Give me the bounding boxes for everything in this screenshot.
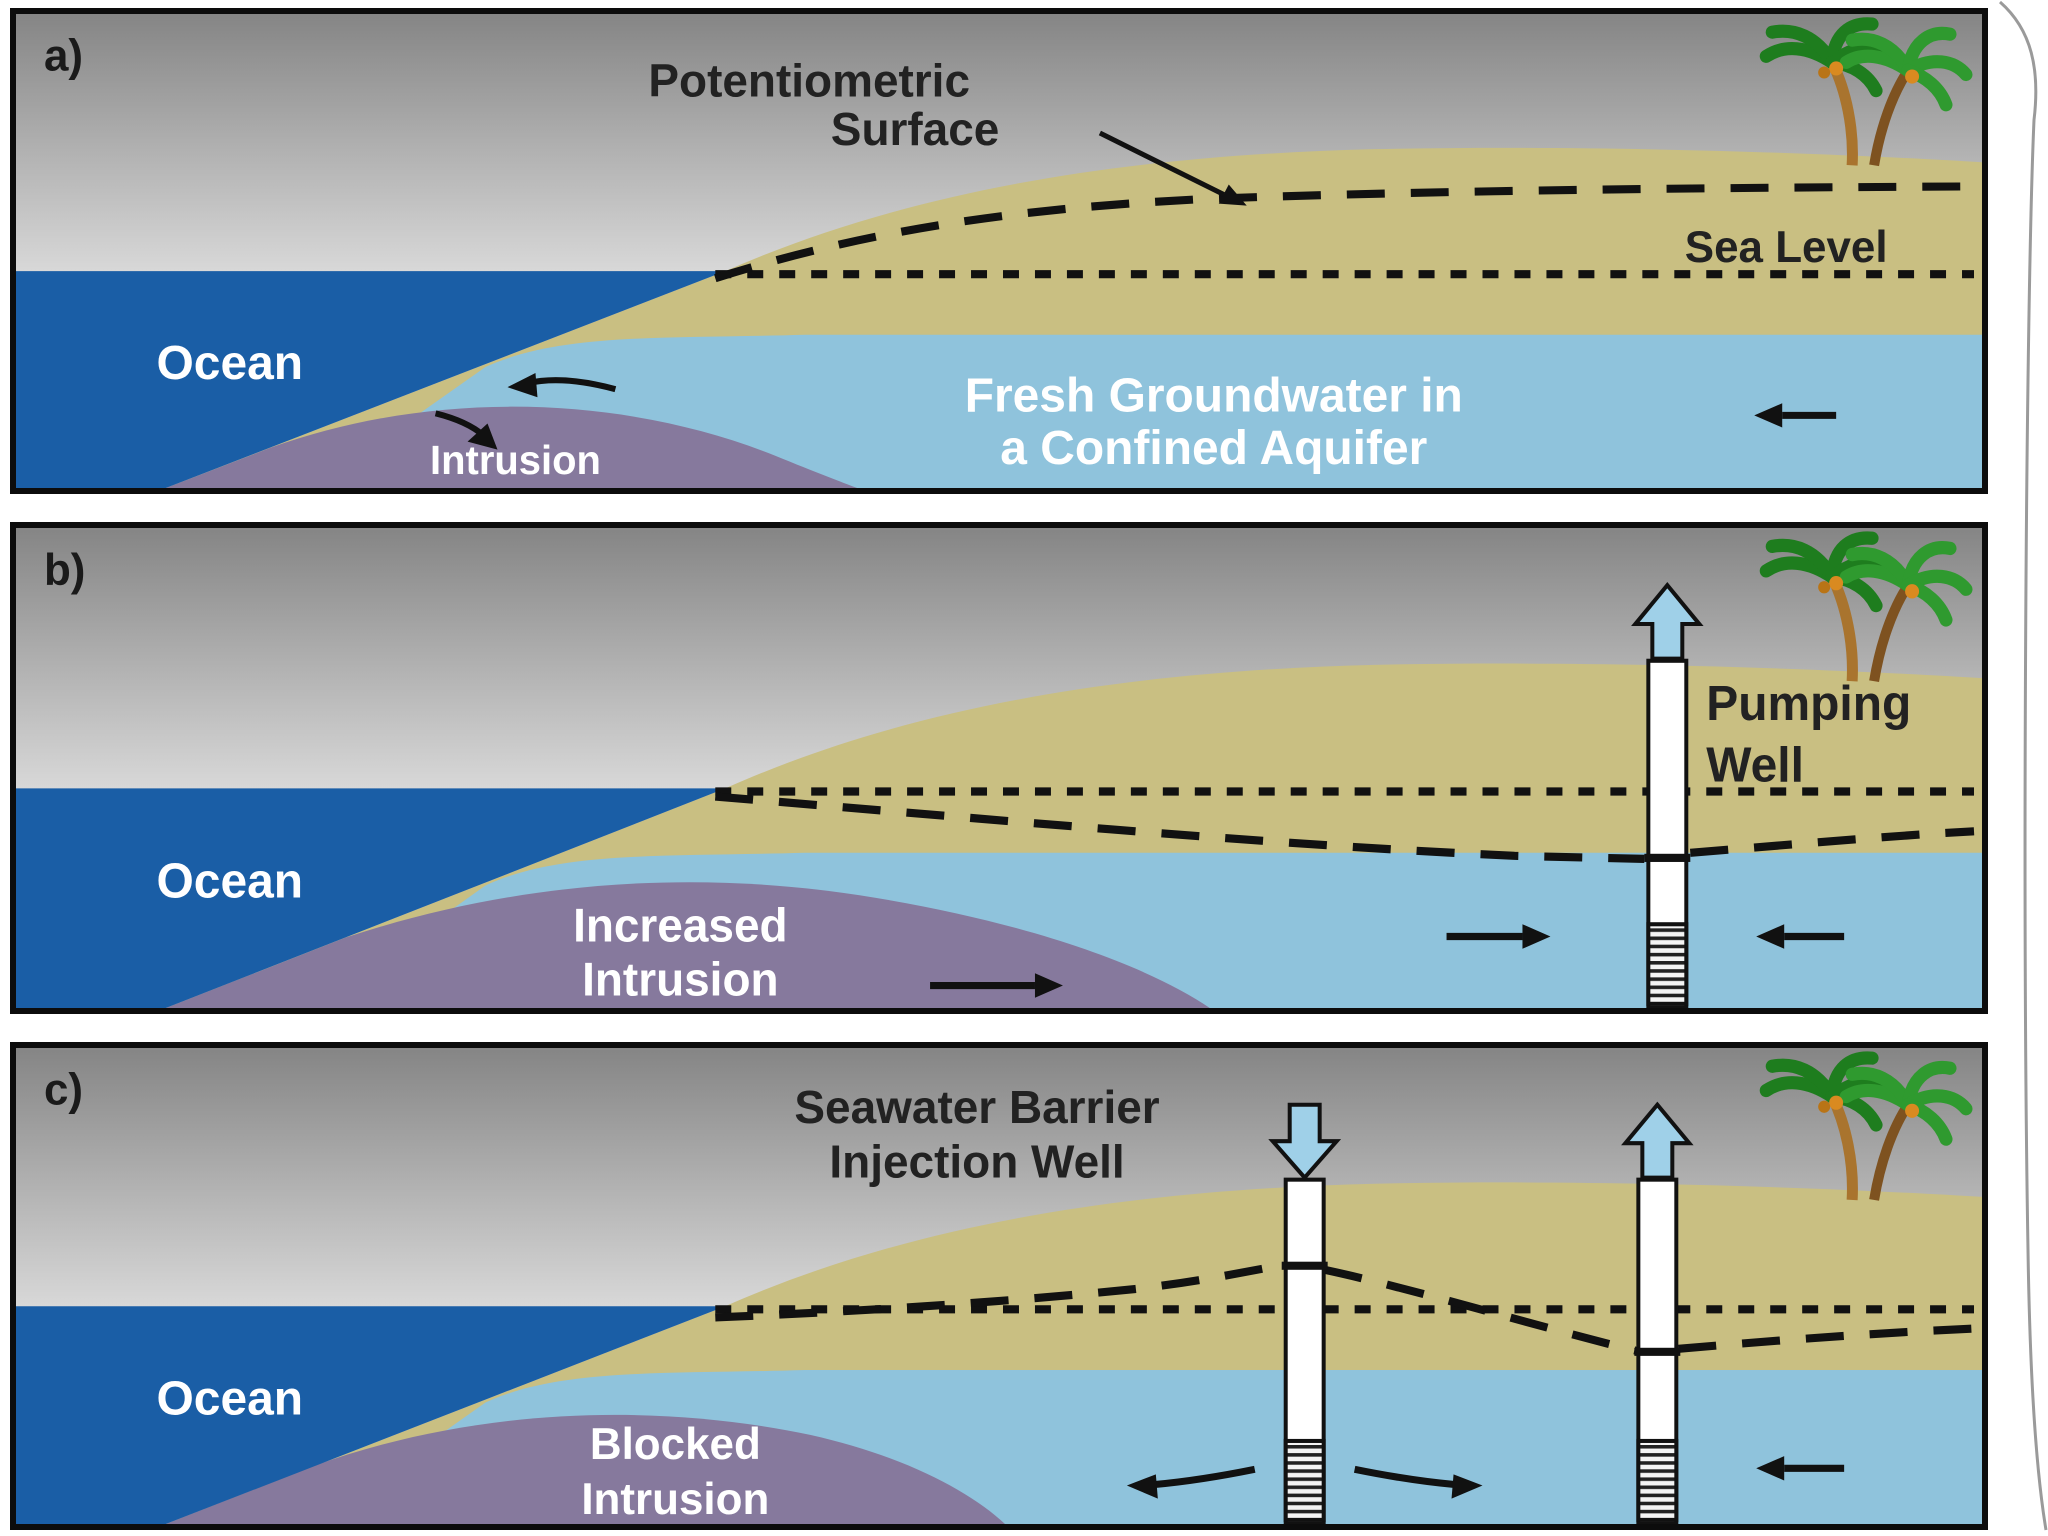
well-water-level-tick [1634, 1347, 1681, 1356]
panel-b: b) Ocean Increased Intrusion Pumping Wel… [10, 522, 1988, 1014]
potentiometric-line [715, 1260, 1975, 1355]
panel-c-scene: c) Seawater Barrier Injection Well Ocean… [16, 1048, 1982, 1524]
potentiometric-pointer-arrow [1098, 130, 1247, 206]
pumping-well [1634, 1177, 1681, 1524]
panel-a-tag: a) [44, 31, 83, 80]
intrusion-label-line2: Intrusion [581, 1475, 769, 1524]
panel-b-tag: b) [44, 546, 85, 596]
palm-trees-icon [1759, 17, 1973, 167]
injection-arrow-down-icon [1268, 1102, 1342, 1181]
potentiometric-label-line1: Potentiometric [648, 54, 970, 106]
injection-spread-arrow-right [1353, 1465, 1483, 1499]
ocean-label: Ocean [157, 854, 304, 909]
well-screen [1283, 1438, 1326, 1522]
potentiometric-line [714, 792, 1975, 863]
pumping-well-label-line2: Well [1706, 738, 1804, 793]
panel-a: a) Potentiometric Surface Sea Level Ocea… [10, 8, 1988, 494]
pumping-well [1644, 658, 1691, 1008]
injection-title-line2: Injection Well [829, 1135, 1124, 1187]
intrusion-label-line1: Increased [573, 899, 788, 952]
aquifer-flow-arrow-left [1754, 403, 1837, 428]
pumping-well-label-line1: Pumping [1706, 677, 1911, 732]
intrusion-wedge [165, 1414, 1005, 1524]
intrusion-label-line2: Intrusion [582, 953, 778, 1006]
ocean [16, 788, 726, 1008]
palm-trees-icon [1759, 1051, 1973, 1201]
ocean-label: Ocean [157, 1371, 304, 1425]
injection-spread-arrow-left [1126, 1465, 1256, 1499]
pumping-arrow-up-icon [1631, 582, 1704, 661]
panel-a-scene: a) Potentiometric Surface Sea Level Ocea… [16, 14, 1982, 488]
intrusion-wedge [165, 882, 1210, 1008]
well-screen [1646, 922, 1689, 1006]
sea-level-label: Sea Level [1685, 223, 1888, 272]
palm-trees-icon [1759, 531, 1973, 683]
aquifer-label-line1: Fresh Groundwater in [965, 368, 1463, 422]
aquifer-flow-arrow-right [1446, 924, 1551, 949]
panel-c: c) Seawater Barrier Injection Well Ocean… [10, 1042, 1988, 1530]
potentiometric-label-line2: Surface [831, 103, 1000, 155]
intrusion-label: Intrusion [430, 438, 601, 483]
intrusion-wedge [165, 406, 858, 488]
injection-well [1281, 1177, 1328, 1524]
injection-title-line1: Seawater Barrier [794, 1081, 1159, 1133]
ocean-label: Ocean [156, 336, 303, 390]
panel-b-scene: b) Ocean Increased Intrusion Pumping Wel… [16, 528, 1982, 1008]
panel-c-tag: c) [44, 1065, 83, 1114]
intrusion-flow-arrow-right [930, 973, 1063, 998]
well-water-level-tick [1281, 1261, 1328, 1270]
well-water-level-tick [1644, 853, 1691, 862]
well-screen [1636, 1438, 1679, 1522]
aquifer-flow-arrow-left [1756, 924, 1845, 949]
ocean [16, 1306, 726, 1524]
page-curl-decoration [1999, 0, 2048, 1531]
aquifer-label-line2: a Confined Aquifer [1000, 421, 1427, 475]
potentiometric-line [714, 182, 1975, 283]
pumping-arrow-up-icon [1621, 1101, 1694, 1180]
ocean [16, 271, 726, 488]
intrusion-outflow-arrow [507, 373, 617, 398]
intrusion-label-line1: Blocked [590, 1420, 761, 1469]
intrusion-inflow-arrow [434, 410, 498, 450]
aquifer-flow-arrow-left [1756, 1456, 1845, 1481]
